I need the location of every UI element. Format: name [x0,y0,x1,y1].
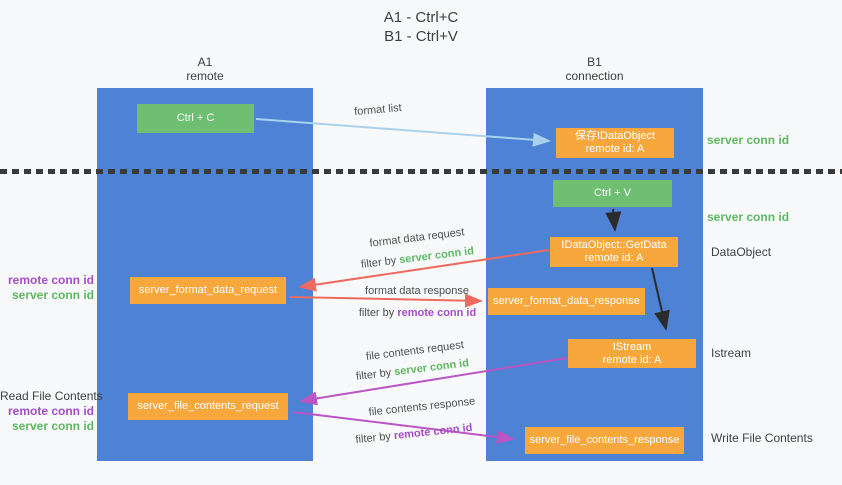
server-conn-id-text: server conn id [398,245,475,267]
label-format-data-response: format data response [365,285,469,297]
node-server-file-contents-response: server_file_contents_response [525,427,684,454]
title-line-2: B1 - Ctrl+V [384,28,458,45]
node-getdata: IDataObject::GetData remote id: A [550,237,678,267]
annotation-write-file-contents: Write File Contents [711,431,813,445]
label-format-list: format list [353,101,403,119]
server-conn-id-text: server conn id [393,357,470,379]
annotation-read-file-contents-group: Read File Contents remote conn id server… [0,389,103,434]
annotation-istream: Istream [711,346,752,360]
filter-by-text: filter by [355,366,392,383]
node-ctrl-v: Ctrl + V [553,180,672,207]
dashed-separator [0,169,842,174]
node-server-file-contents-response-label: server_file_contents_response [529,434,680,446]
lane-header-b1: B1 connection [486,55,703,83]
filter-by-text: filter by [358,307,395,319]
annotation-server-conn-id-1: server conn id [11,288,94,302]
node-ctrl-c: Ctrl + C [137,104,254,133]
lane-b1-name: B1 [587,55,602,69]
annotation-remote-conn-id-2: remote conn id [7,404,94,418]
node-server-format-data-request-label: server_format_data_request [138,284,278,296]
node-save-idataobject-line1: 保存IDataObject [574,130,656,142]
node-server-format-data-request: server_format_data_request [130,277,286,304]
annotation-server-conn-id-top: server conn id [707,133,790,147]
node-server-format-data-response-label: server_format_data_response [493,295,640,307]
node-server-file-contents-request-label: server_file_contents_request [137,400,279,412]
filter-by-text: filter by [354,430,392,447]
node-getdata-line2: remote id: A [584,252,644,264]
node-getdata-line1: IDataObject::GetData [561,239,667,251]
annotation-server-conn-id-mid: server conn id [707,210,790,224]
node-save-idataobject-line2: remote id: A [585,143,645,155]
node-server-format-data-response: server_format_data_response [488,288,645,315]
lane-a1-role: remote [186,69,224,83]
label-file-contents-response: file contents response [368,395,476,419]
annotation-remote-conn-id-1: remote conn id [7,273,94,287]
lane-header-a1: A1 remote [97,55,313,83]
page-title: A1 - Ctrl+C B1 - Ctrl+V [0,8,842,46]
annotation-read-file-contents: Read File Contents [0,389,103,403]
remote-conn-id-text: remote conn id [393,421,473,443]
node-server-file-contents-request: server_file_contents_request [128,393,288,420]
label-filter-by-remote-2: filter by remote conn id [340,420,489,448]
annotation-conn-ids-format: remote conn id server conn id [0,273,94,303]
lane-a1-name: A1 [197,55,213,69]
node-istream-line2: remote id: A [602,353,662,366]
lane-b1-role: connection [565,69,624,83]
label-filter-by-remote-1: filter by remote conn id [345,307,490,320]
title-line-1: A1 - Ctrl+C [383,9,459,26]
annotation-dataobject: DataObject [711,245,772,259]
remote-conn-id-text: remote conn id [397,307,477,319]
node-ctrl-c-label: Ctrl + C [176,112,215,124]
node-istream-line1: IStream [612,340,652,353]
node-istream: IStream remote id: A [568,339,696,368]
node-save-idataobject: 保存IDataObject remote id: A [556,128,674,158]
filter-by-text: filter by [360,254,397,271]
node-ctrl-v-label: Ctrl + V [594,187,631,199]
annotation-server-conn-id-2: server conn id [11,419,94,433]
